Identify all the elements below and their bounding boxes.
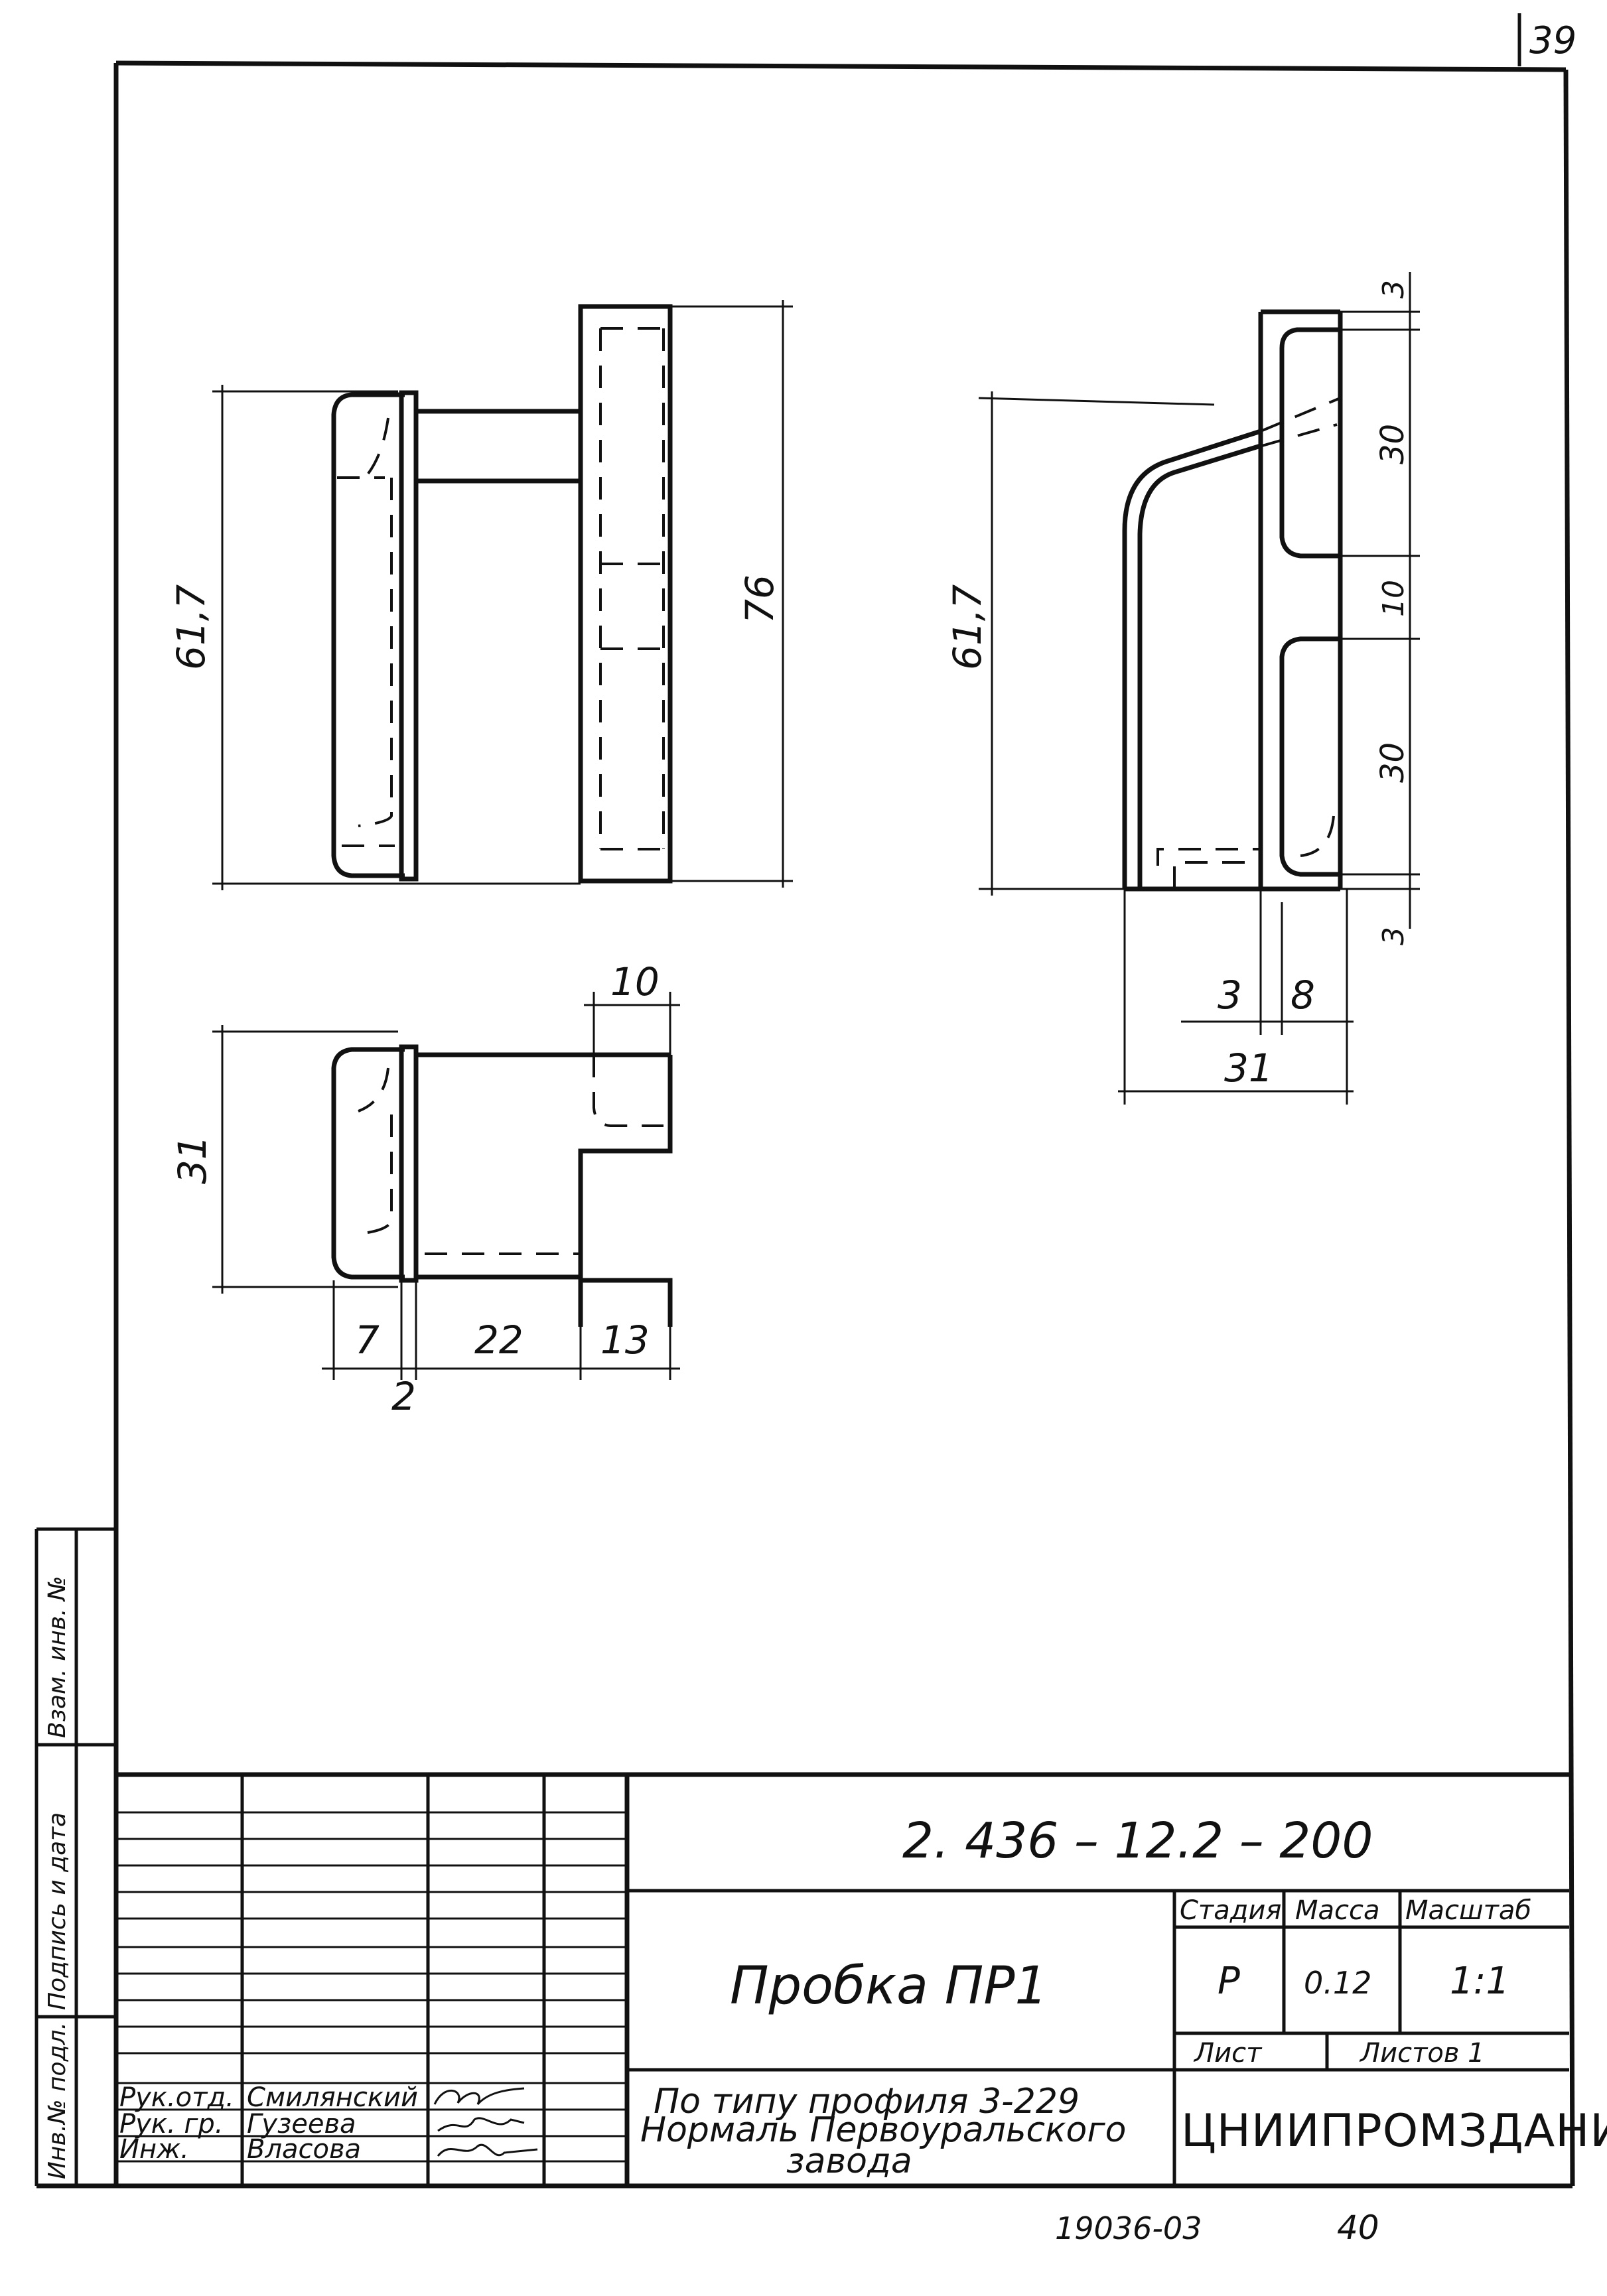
dim-plan-top-width: 10 bbox=[610, 959, 660, 1004]
dim-side-middle: 10 bbox=[1377, 580, 1411, 617]
dim-side-lower-slot: 30 bbox=[1374, 742, 1411, 783]
name-2: Гузеева bbox=[247, 2109, 356, 2139]
title-block bbox=[116, 1772, 1569, 2186]
drawing-title: Пробка ПР1 bbox=[730, 1956, 1048, 2016]
side-stamp-inv-orig: Инв.№ подл. bbox=[44, 2022, 71, 2179]
dim-side-bottom-slot: 8 bbox=[1291, 973, 1315, 1018]
note-line-1: По типу профиля 3-229 bbox=[654, 2082, 1080, 2122]
document-code: 2. 436 – 12.2 – 200 bbox=[902, 1812, 1373, 1869]
note-line-2: Нормаль Первоуральского bbox=[640, 2110, 1126, 2150]
dim-plan-height: 31 bbox=[170, 1135, 215, 1184]
front-dims bbox=[212, 300, 793, 890]
name-1: Смилянский bbox=[247, 2082, 418, 2113]
plan-view bbox=[331, 1044, 673, 1327]
plan-dims bbox=[212, 992, 680, 1380]
dim-plan-w1: 7 bbox=[355, 1317, 380, 1363]
dim-plan-flange: 2 bbox=[391, 1374, 416, 1419]
role-3: Инж. bbox=[119, 2134, 189, 2165]
side-stamp-signature: Подпись и дата bbox=[44, 1812, 71, 2010]
organization: ЦНИИПРОМЗДАНИЙ bbox=[1181, 2104, 1607, 2157]
front-view bbox=[331, 304, 673, 884]
role-2: Рук. гр. bbox=[119, 2109, 224, 2139]
footer-code: 19036-03 bbox=[1055, 2210, 1202, 2246]
mass-value: 0.12 bbox=[1304, 1965, 1371, 2001]
dim-plan-w2: 22 bbox=[474, 1317, 524, 1363]
sheet-frame bbox=[36, 13, 1575, 2189]
sheet-number: 39 bbox=[1529, 19, 1576, 62]
dim-plan-w3: 13 bbox=[600, 1317, 650, 1363]
dim-side-total-width: 31 bbox=[1224, 1046, 1273, 1091]
signatures bbox=[433, 2087, 538, 2157]
mass-header: Масса bbox=[1295, 1895, 1380, 1926]
dim-side-upper-slot: 30 bbox=[1374, 424, 1411, 464]
footer-page: 40 bbox=[1337, 2208, 1379, 2247]
dim-side-bottom-wall: 3 bbox=[1218, 973, 1242, 1018]
role-1: Рук.отд. bbox=[119, 2082, 234, 2113]
side-view bbox=[1122, 309, 1343, 892]
stage-header: Стадия bbox=[1180, 1895, 1281, 1926]
side-stamp-replaces: Взам. инв. № bbox=[44, 1576, 71, 1738]
sheets-label: Листов 1 bbox=[1359, 2038, 1485, 2068]
scale-value: 1:1 bbox=[1450, 1960, 1509, 2003]
dim-side-top-gap: 3 bbox=[1377, 280, 1411, 299]
dim-side-height: 61,7 bbox=[945, 584, 990, 670]
dim-front-height: 61,7 bbox=[169, 584, 214, 670]
name-3: Власова bbox=[247, 2134, 361, 2165]
sheet-label: Лист bbox=[1193, 2038, 1263, 2068]
side-stamp bbox=[35, 1527, 116, 2186]
dim-side-bottom-gap: 3 bbox=[1377, 927, 1411, 945]
stage-value: Р bbox=[1218, 1960, 1240, 2003]
scale-header: Масштаб bbox=[1405, 1895, 1531, 1926]
dim-front-total-height: 76 bbox=[737, 574, 782, 624]
side-dims bbox=[978, 272, 1420, 1105]
note-line-3: завода bbox=[786, 2141, 912, 2181]
